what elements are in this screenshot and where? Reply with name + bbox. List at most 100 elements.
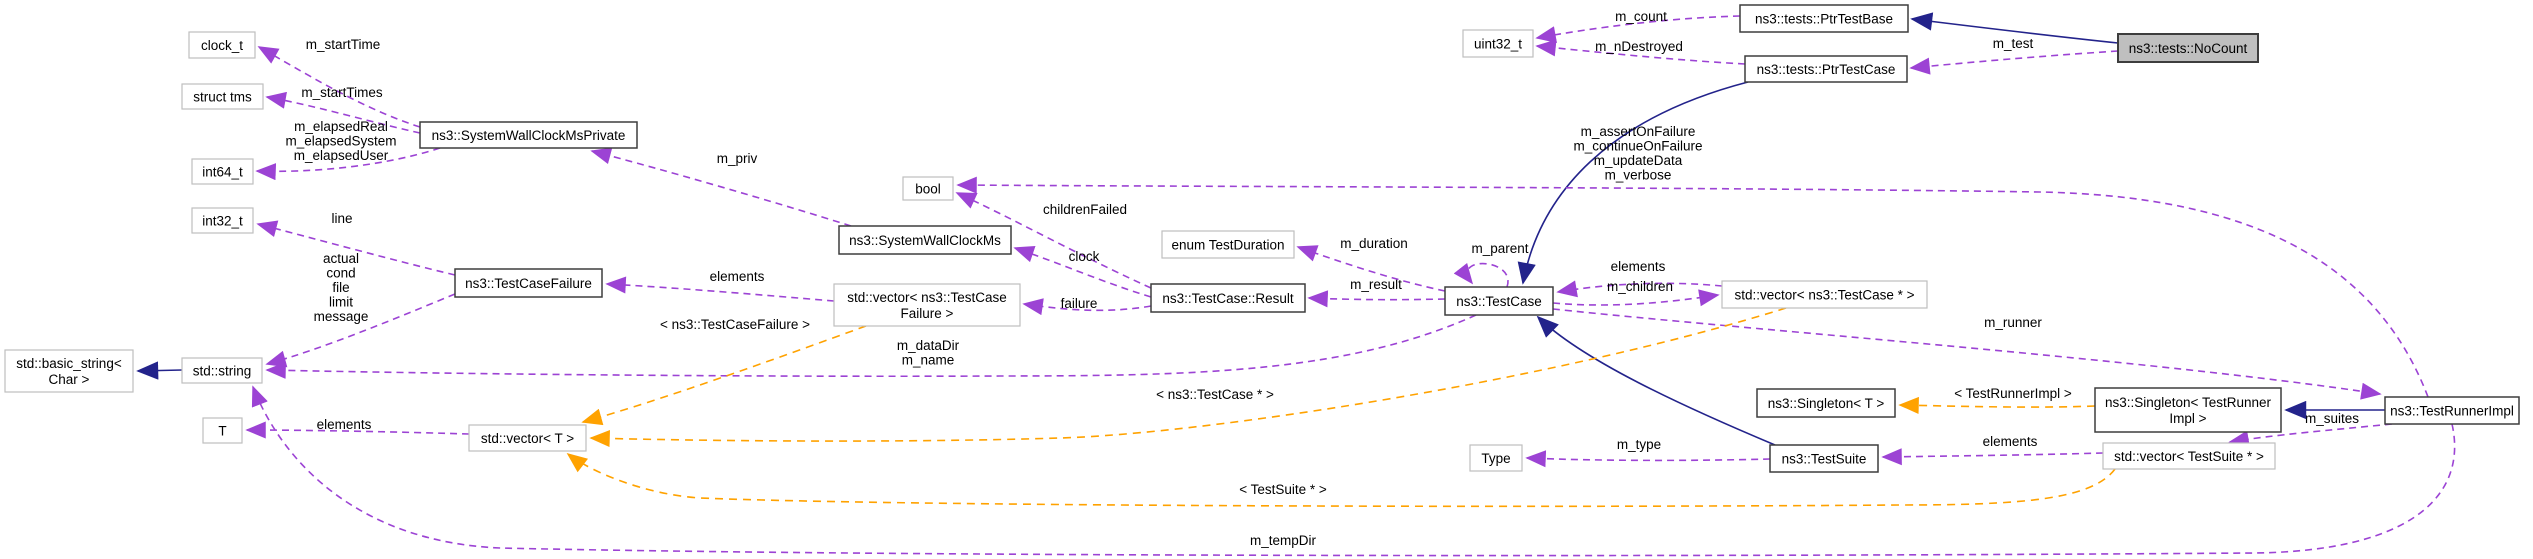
node-vector-test-case-ptr: std::vector< ns3::TestCase * >	[1721, 280, 1928, 309]
node-box-test-runner-impl	[2384, 396, 2520, 425]
node-test-case[interactable]: ns3::TestCase	[1444, 286, 1554, 316]
node-label-singleton-test-runner-impl: Impl >	[2169, 411, 2206, 426]
edge-m-children	[1552, 289, 1720, 307]
edge-label-m-result: m_result	[1350, 277, 1402, 292]
edge-m-test	[1909, 50, 2119, 75]
node-box-uint32-t	[1462, 29, 1534, 58]
edge-m-count	[1535, 15, 1741, 44]
edge-label-m-assert-flags: m_continueOnFailure	[1573, 139, 1702, 154]
edge-label-actual-cond-file-limit-message: message	[314, 309, 369, 324]
edge-label-line: line	[331, 211, 352, 226]
node-label-struct-tms: struct tms	[193, 90, 252, 105]
node-box-int64-t	[191, 158, 254, 185]
edge-label-actual-cond-file-limit-message: limit	[329, 295, 353, 310]
node-label-ptr-test-case: ns3::tests::PtrTestCase	[1757, 62, 1896, 77]
edge-elements-t	[245, 421, 470, 439]
node-bool: bool	[902, 176, 954, 201]
edge-label-tpl-test-runner-impl: < TestRunnerImpl >	[1954, 386, 2072, 401]
node-system-wall-clock-ms-private[interactable]: ns3::SystemWallClockMsPrivate	[419, 121, 638, 149]
edge-label-elements-test-suite: elements	[1983, 434, 2038, 449]
edge-label-m-start-time: m_startTime	[306, 37, 381, 52]
node-box-singleton-t	[1756, 388, 1896, 418]
node-ptr-test-case[interactable]: ns3::tests::PtrTestCase	[1744, 55, 1908, 83]
node-vector-test-case-failure: std::vector< ns3::TestCaseFailure >	[833, 283, 1021, 327]
node-box-system-wall-clock-ms-private	[419, 121, 638, 149]
node-test-runner-impl[interactable]: ns3::TestRunnerImpl	[2384, 396, 2520, 425]
edge-inherit-testsuite-testcase	[1536, 315, 1776, 446]
edge-m-suites	[2228, 423, 2393, 448]
node-label-int32-t: int32_t	[202, 214, 243, 229]
node-singleton-test-runner-impl[interactable]: ns3::Singleton< TestRunnerImpl >	[2094, 387, 2282, 433]
edge-label-elements-test-case-failure: elements	[710, 269, 765, 284]
node-test-suite[interactable]: ns3::TestSuite	[1769, 444, 1879, 473]
node-int32-t: int32_t	[191, 207, 254, 234]
node-box-ptr-test-base	[1739, 4, 1909, 33]
edge-m-n-destroyed	[1535, 39, 1746, 65]
edge-label-m-start-times: m_startTimes	[301, 85, 383, 100]
edge-m-result	[1307, 290, 1446, 308]
edge-label-m-count: m_count	[1615, 9, 1667, 24]
node-box-test-case	[1444, 286, 1554, 316]
edge-label-m-children: m_children	[1607, 279, 1673, 294]
edge-m-priv	[590, 147, 852, 227]
node-label-bool: bool	[915, 182, 941, 197]
node-enum-test-duration: enum TestDuration	[1161, 230, 1295, 259]
node-clock-t: clock_t	[188, 31, 256, 59]
edge-label-clock: clock	[1069, 249, 1100, 264]
node-label-test-runner-impl: ns3::TestRunnerImpl	[2390, 404, 2514, 419]
node-box-vector-t	[468, 424, 587, 452]
edge-label-m-assert-flags: m_verbose	[1605, 168, 1672, 183]
node-box-no-count	[2117, 33, 2259, 63]
node-label-singleton-test-runner-impl: ns3::Singleton< TestRunner	[2105, 395, 2271, 410]
node-label-ptr-test-base: ns3::tests::PtrTestBase	[1755, 12, 1893, 27]
node-label-test-case: ns3::TestCase	[1456, 294, 1542, 309]
edge-tpl-test-case-ptr	[589, 307, 1787, 448]
node-no-count: ns3::tests::NoCount	[2117, 33, 2259, 63]
node-box-clock-t	[188, 31, 256, 59]
edge-failure	[1022, 298, 1152, 316]
edge-tpl-test-runner-impl	[1898, 396, 2096, 414]
edge-label-elements-test-case: elements	[1611, 259, 1666, 274]
node-t: T	[202, 417, 243, 444]
node-label-enum-test-duration: enum TestDuration	[1171, 238, 1284, 253]
node-test-case-failure[interactable]: ns3::TestCaseFailure	[454, 268, 603, 298]
node-label-std-string: std::string	[193, 364, 252, 379]
node-int64-t: int64_t	[191, 158, 254, 185]
edge-m-duration	[1296, 245, 1446, 292]
edge-label-m-priv: m_priv	[717, 151, 758, 166]
node-label-vector-test-case-ptr: std::vector< ns3::TestCase * >	[1734, 288, 1914, 303]
node-label-basic-string: Char >	[49, 372, 90, 387]
edge-label-m-assert-flags: m_assertOnFailure	[1581, 124, 1696, 139]
edge-label-m-parent: m_parent	[1471, 241, 1528, 256]
node-singleton-t[interactable]: ns3::Singleton< T >	[1756, 388, 1896, 418]
edge-label-m-elapsed: m_elapsedReal	[294, 119, 388, 134]
edge-m-runner	[1552, 308, 2382, 400]
node-vector-test-suite-ptr: std::vector< TestSuite * >	[2102, 442, 2276, 470]
edge-label-m-test: m_test	[1993, 36, 2034, 51]
edge-label-m-elapsed: m_elapsedSystem	[285, 134, 396, 149]
node-label-no-count: ns3::tests::NoCount	[2129, 41, 2248, 56]
node-label-system-wall-clock-ms-private: ns3::SystemWallClockMsPrivate	[432, 128, 626, 143]
edge-label-failure: failure	[1061, 296, 1098, 311]
node-system-wall-clock-ms[interactable]: ns3::SystemWallClockMs	[838, 225, 1012, 255]
node-box-struct-tms	[181, 83, 264, 110]
node-test-case-result[interactable]: ns3::TestCase::Result	[1150, 283, 1306, 313]
edge-label-tpl-test-case-ptr: < ns3::TestCase * >	[1156, 387, 1274, 402]
node-box-t	[202, 417, 243, 444]
node-ptr-test-base[interactable]: ns3::tests::PtrTestBase	[1739, 4, 1909, 33]
edge-m-parent	[1453, 262, 1509, 288]
edge-m-temp-dir	[251, 385, 2456, 557]
edge-label-actual-cond-file-limit-message: cond	[326, 266, 355, 281]
node-label-vector-test-suite-ptr: std::vector< TestSuite * >	[2114, 449, 2264, 464]
node-std-string: std::string	[181, 357, 263, 384]
node-box-type	[1469, 444, 1523, 472]
node-label-vector-test-case-failure: std::vector< ns3::TestCase	[847, 290, 1006, 305]
node-box-test-case-failure	[454, 268, 603, 298]
node-box-basic-string	[4, 349, 134, 393]
node-box-bool	[902, 176, 954, 201]
node-label-test-suite: ns3::TestSuite	[1782, 452, 1867, 467]
edge-tpl-test-suite-ptr	[566, 452, 2116, 508]
edge-label-m-duration: m_duration	[1340, 236, 1408, 251]
